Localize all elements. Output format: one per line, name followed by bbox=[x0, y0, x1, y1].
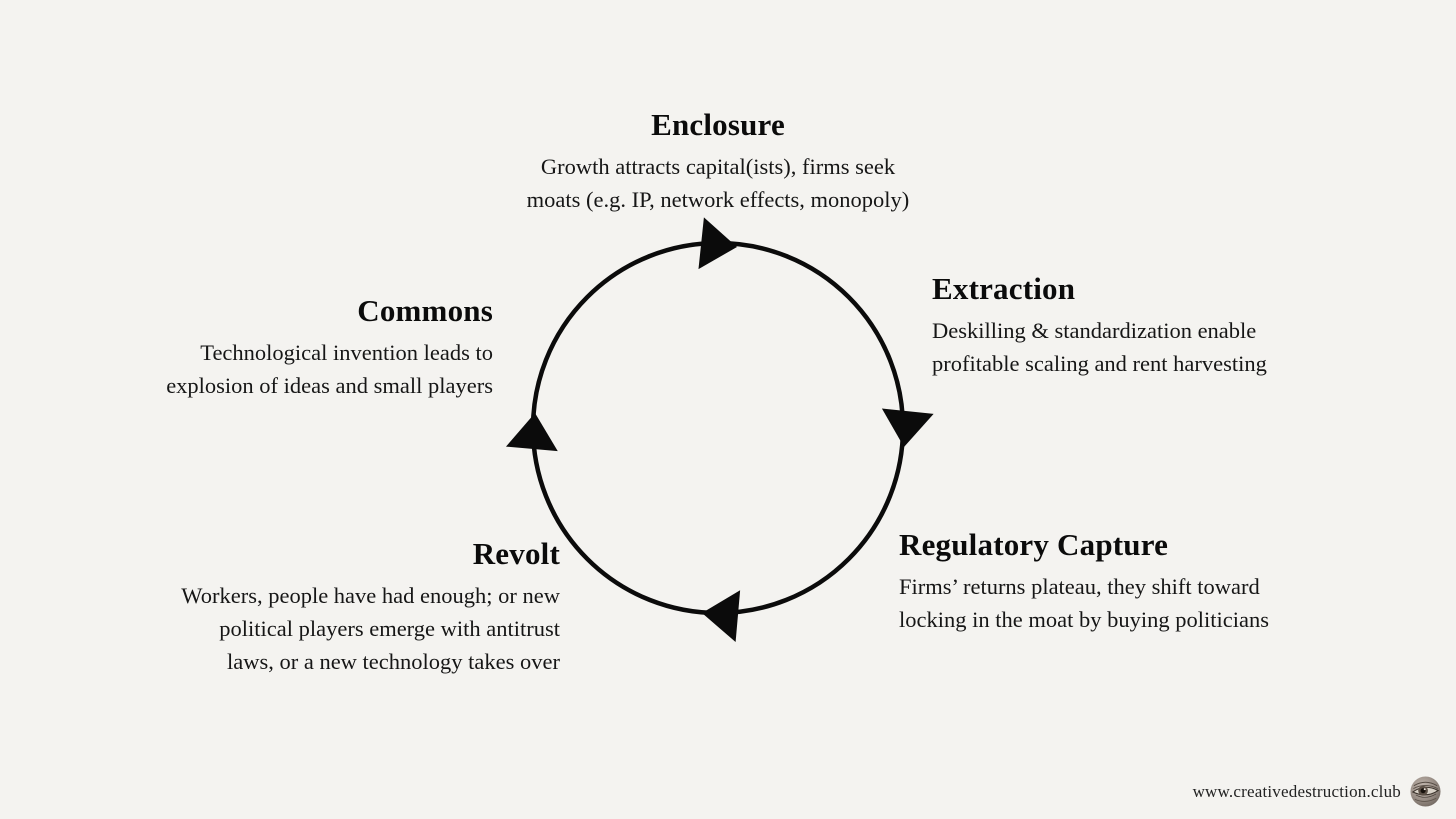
stage-description: Workers, people have had enough; or new … bbox=[160, 579, 560, 678]
stage-extraction: Extraction Deskilling & standardization … bbox=[932, 270, 1362, 380]
stage-desc-line: Growth attracts capital(ists), firms see… bbox=[540, 154, 896, 180]
eye-logo-icon bbox=[1410, 776, 1441, 807]
footer-url: www.creativedestruction.club bbox=[1192, 781, 1401, 801]
stage-desc-line: Technological invention leads to bbox=[200, 340, 493, 366]
stage-commons: Commons Technological invention leads to… bbox=[93, 292, 493, 402]
stage-title: Enclosure bbox=[651, 107, 785, 142]
stage-description: Growth attracts capital(ists), firms see… bbox=[448, 150, 988, 216]
stage-desc-line: Firms’ returns plateau, they shift towar… bbox=[899, 574, 1260, 600]
stage-title: Regulatory Capture bbox=[899, 527, 1169, 562]
stage-revolt: Revolt Workers, people have had enough; … bbox=[160, 535, 560, 678]
stage-desc-line: locking in the moat by buying politician… bbox=[899, 607, 1269, 633]
stage-desc-line: Workers, people have had enough; or new bbox=[181, 583, 560, 609]
stage-enclosure: Enclosure Growth attracts capital(ists),… bbox=[448, 106, 988, 216]
arrow-right-icon bbox=[881, 408, 934, 447]
stage-regulatory-capture: Regulatory Capture Firms’ returns platea… bbox=[899, 526, 1339, 636]
stage-description: Deskilling & standardization enable prof… bbox=[932, 314, 1362, 380]
stage-description: Technological invention leads to explosi… bbox=[93, 336, 493, 402]
arrow-bottom-icon bbox=[702, 590, 741, 643]
stage-title: Revolt bbox=[472, 536, 560, 571]
cycle-circle bbox=[530, 240, 906, 616]
stage-desc-line: profitable scaling and rent harvesting bbox=[932, 351, 1267, 377]
stage-desc-line: political players emerge with antitrust bbox=[219, 616, 560, 642]
arrow-top-icon bbox=[698, 217, 737, 270]
stage-title: Commons bbox=[357, 293, 493, 328]
stage-desc-line: moats (e.g. IP, network effects, monopol… bbox=[526, 187, 910, 213]
stage-description: Firms’ returns plateau, they shift towar… bbox=[899, 570, 1339, 636]
stage-desc-line: Deskilling & standardization enable bbox=[932, 318, 1257, 344]
stage-desc-line: explosion of ideas and small players bbox=[166, 373, 493, 399]
stage-title: Extraction bbox=[932, 271, 1076, 306]
footer: www.creativedestruction.club bbox=[1193, 776, 1441, 807]
stage-desc-line: laws, or a new technology takes over bbox=[226, 649, 560, 675]
arrow-left-icon bbox=[505, 413, 558, 452]
